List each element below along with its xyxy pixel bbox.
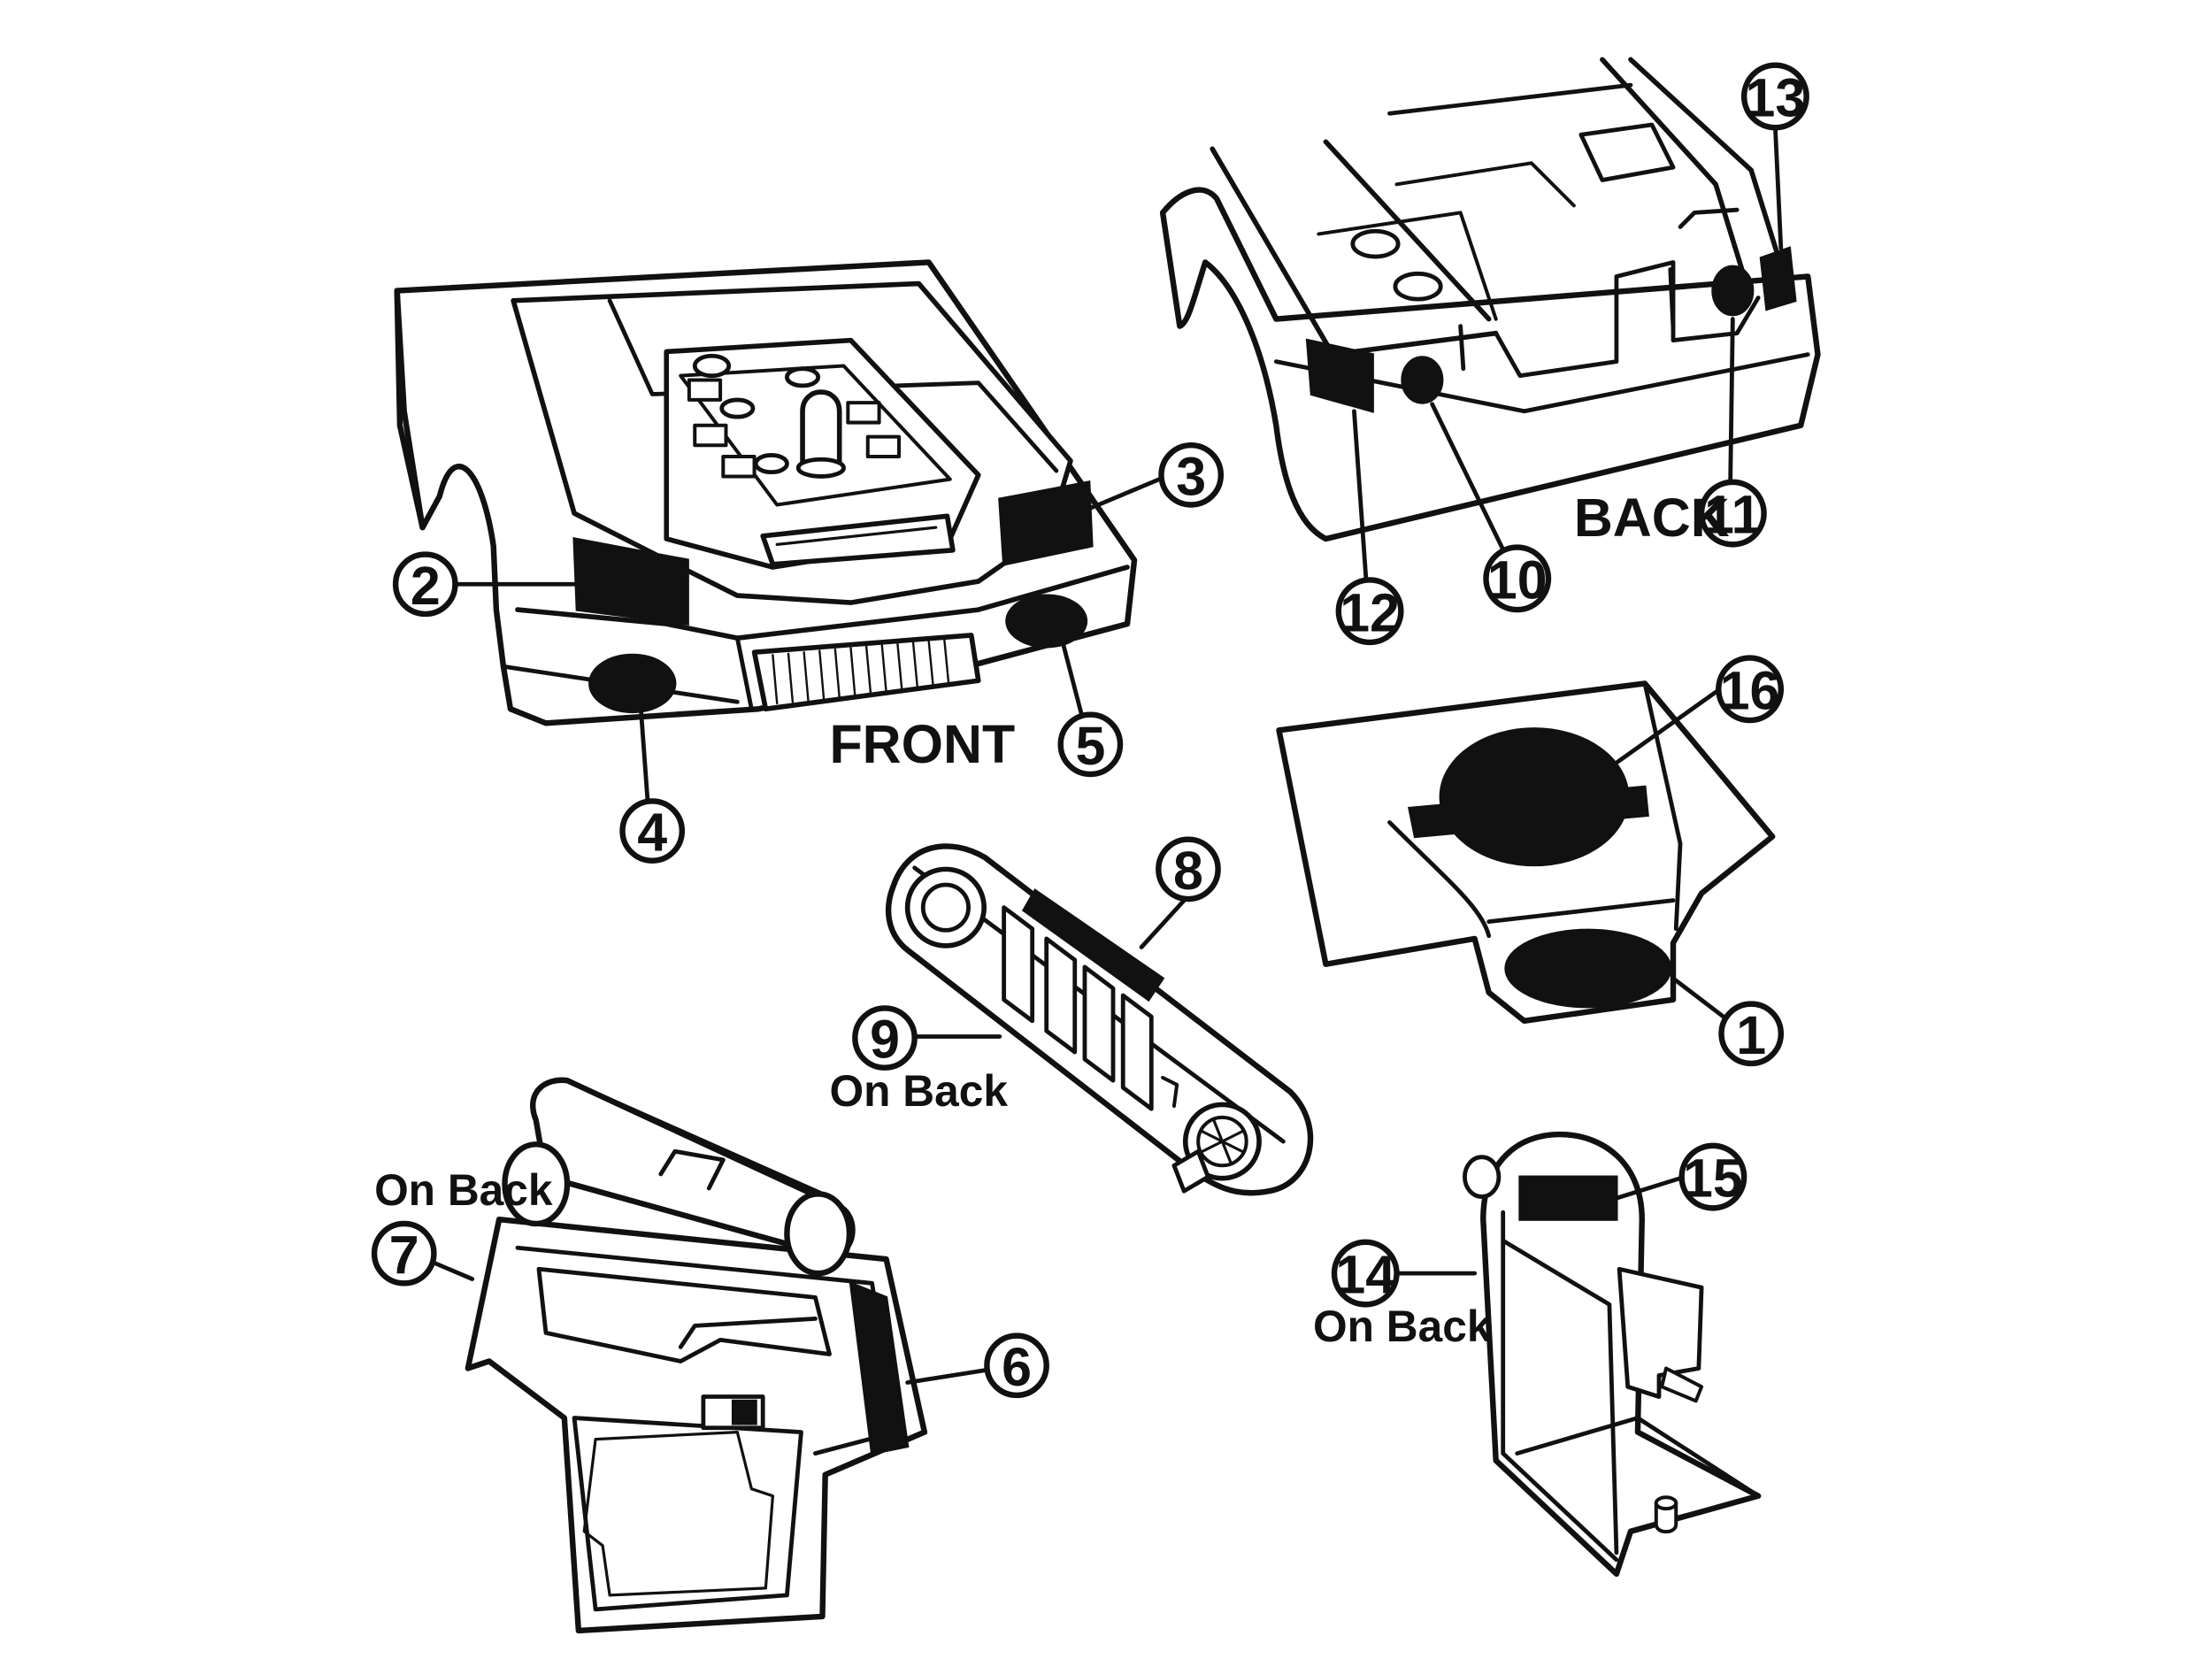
dish-part-drawing (1276, 680, 1776, 1025)
svg-text:1: 1 (1736, 1005, 1766, 1065)
arm-part-drawing (885, 843, 1314, 1196)
svg-text:11: 11 (1704, 485, 1761, 545)
svg-text:12: 12 (1340, 582, 1400, 642)
decal-10 (1401, 356, 1444, 404)
decal-4 (588, 653, 677, 714)
callout-11: 11 (1698, 479, 1767, 548)
decal-3 (998, 480, 1094, 566)
callout-4: 4 (619, 798, 686, 864)
decal-13 (1759, 246, 1797, 311)
callout-9: 9 (852, 1005, 918, 1071)
callout-16: 16 (1716, 655, 1785, 724)
decal-5 (1005, 594, 1088, 649)
svg-text:16: 16 (1720, 660, 1780, 720)
callout-6: 6 (984, 1333, 1049, 1399)
callout-7: 7 (371, 1220, 437, 1286)
callout-12: 12 (1335, 577, 1404, 646)
decal-1 (1504, 928, 1672, 1009)
front-label: FRONT (830, 714, 1016, 774)
decal-8 (1021, 888, 1165, 1002)
callout-15: 15 (1678, 1142, 1747, 1211)
callout-13: 13 (1740, 62, 1809, 131)
decal-12 (1305, 338, 1374, 413)
front-view-drawing (394, 259, 1138, 726)
decal-6 (849, 1280, 910, 1455)
svg-text:7: 7 (389, 1225, 419, 1285)
callout-8: 8 (1156, 836, 1221, 902)
decal-11 (1711, 265, 1755, 317)
svg-text:5: 5 (1075, 716, 1105, 776)
on-back-label-7: On Back (374, 1165, 553, 1215)
callout-14: 14 (1331, 1239, 1400, 1308)
svg-text:9: 9 (870, 1010, 900, 1070)
svg-text:13: 13 (1746, 68, 1806, 128)
svg-text:2: 2 (411, 556, 441, 616)
svg-text:6: 6 (1002, 1337, 1032, 1397)
callout-3: 3 (1158, 442, 1225, 508)
svg-text:8: 8 (1173, 841, 1203, 901)
svg-text:4: 4 (637, 803, 667, 863)
callout-5: 5 (1057, 711, 1124, 778)
stand-part-drawing (1463, 1131, 1762, 1578)
callout-1: 1 (1718, 1001, 1785, 1067)
svg-text:10: 10 (1487, 549, 1548, 610)
svg-text:15: 15 (1683, 1148, 1743, 1209)
on-back-label-14: On Back (1313, 1302, 1492, 1351)
svg-text:3: 3 (1176, 446, 1206, 506)
back-label: BACK (1574, 488, 1730, 548)
svg-text:14: 14 (1335, 1245, 1395, 1305)
callout-10: 10 (1483, 544, 1552, 613)
back-view-drawing (1159, 57, 1821, 542)
callout-2: 2 (392, 551, 458, 618)
seat-part-drawing (465, 1077, 928, 1634)
decal-15 (1518, 1175, 1618, 1221)
on-back-label-9: On Back (830, 1066, 1009, 1116)
